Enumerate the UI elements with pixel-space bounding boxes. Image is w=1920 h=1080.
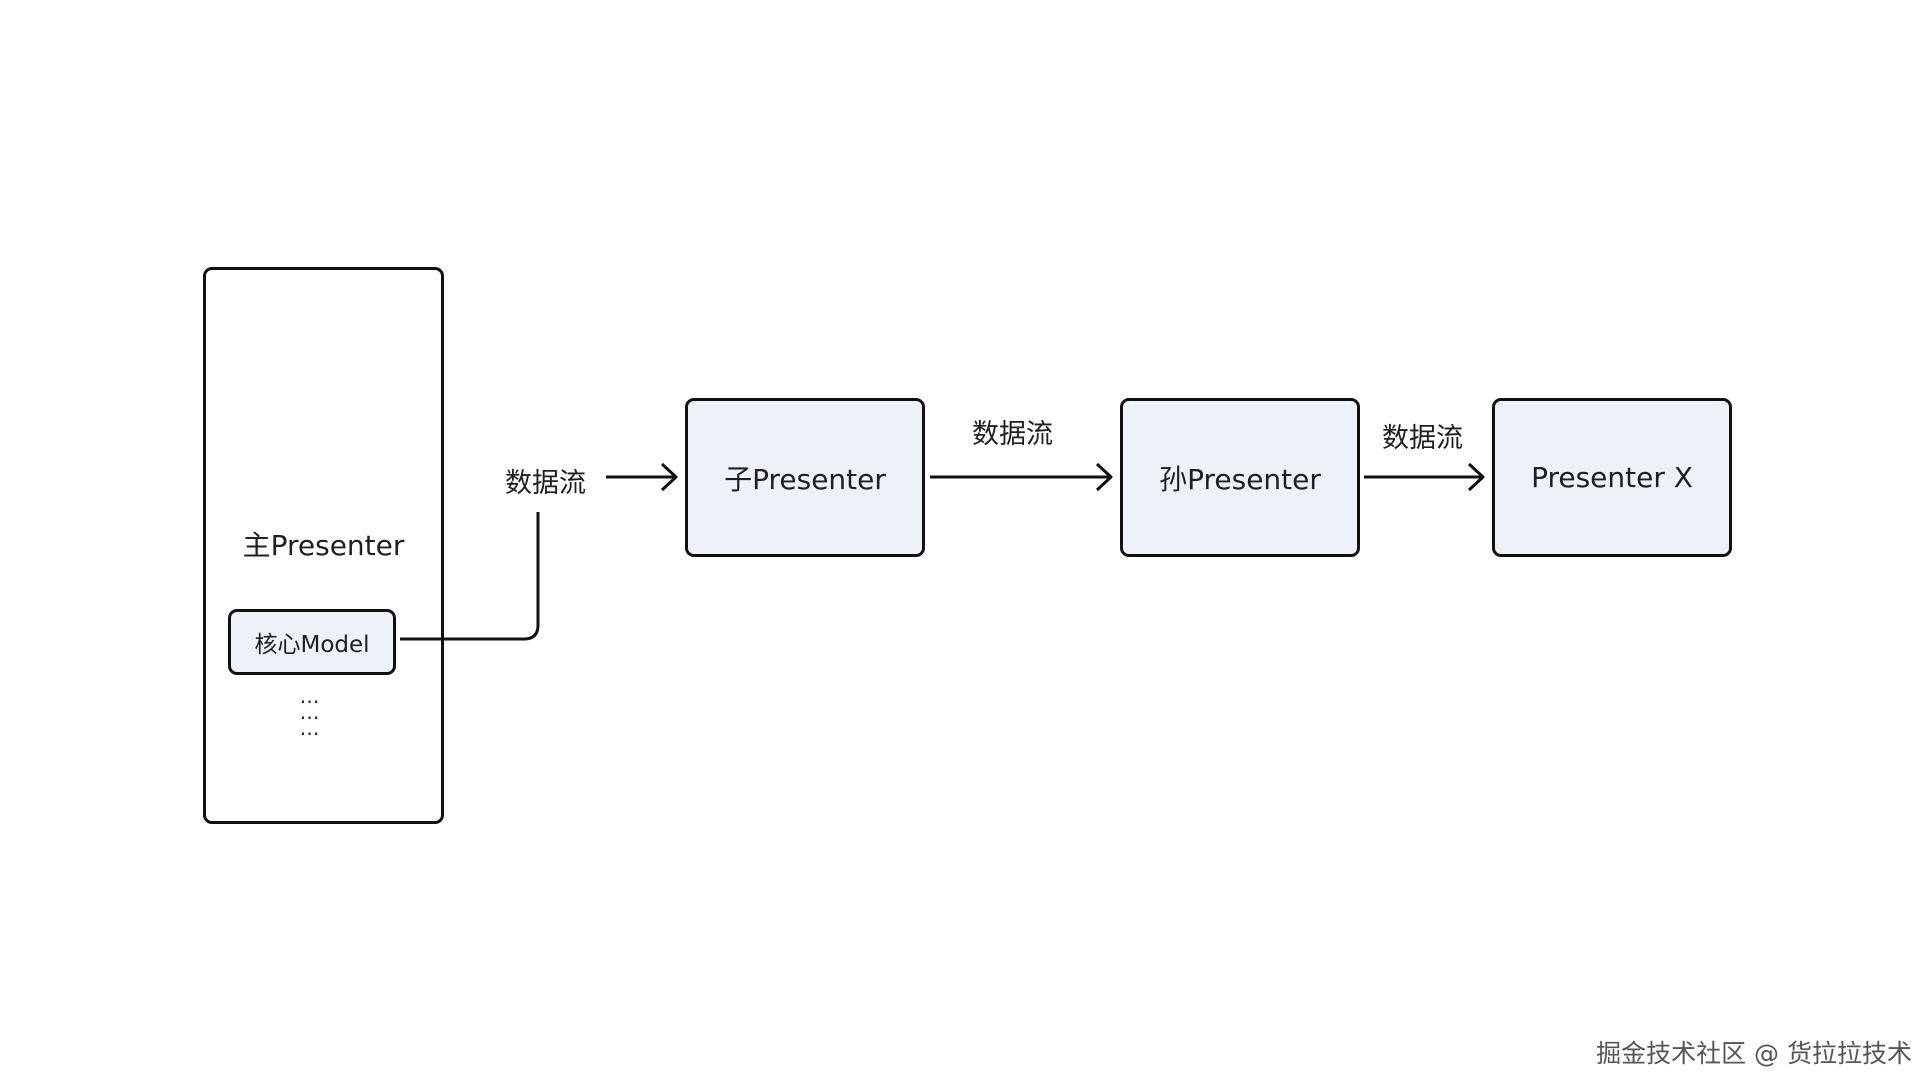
ellipsis-row: ⋯ xyxy=(299,721,321,745)
presenter-x-box: Presenter X xyxy=(1492,398,1732,557)
edge-label-grandchild-to-x: 数据流 xyxy=(1382,423,1463,454)
ellipsis-row: ⋯ xyxy=(299,689,321,713)
child-presenter-label: 子Presenter xyxy=(724,462,886,496)
arrow-to-presenter-x-head xyxy=(1467,462,1485,492)
ellipsis-row: ⋯ xyxy=(299,705,321,729)
edge-label-child-to-grandchild: 数据流 xyxy=(972,419,1053,450)
core-model-box: 核心Model xyxy=(228,609,396,675)
presenter-x-label: Presenter X xyxy=(1531,461,1693,494)
grandchild-presenter-label: 孙Presenter xyxy=(1159,462,1321,496)
core-model-label: 核心Model xyxy=(254,632,370,658)
main-presenter-label: 主Presenter xyxy=(242,529,405,562)
watermark: 掘金技术社区 @ 货拉拉技术 xyxy=(1596,1039,1912,1068)
arrow-to-grandchild-head xyxy=(1095,462,1113,492)
edge-label-main-to-child: 数据流 xyxy=(505,468,586,499)
child-presenter-box: 子Presenter xyxy=(685,398,925,557)
ellipsis: ⋯ ⋯ ⋯ xyxy=(296,689,324,745)
grandchild-presenter-box: 孙Presenter xyxy=(1120,398,1360,557)
arrow-to-child-head xyxy=(660,462,678,492)
